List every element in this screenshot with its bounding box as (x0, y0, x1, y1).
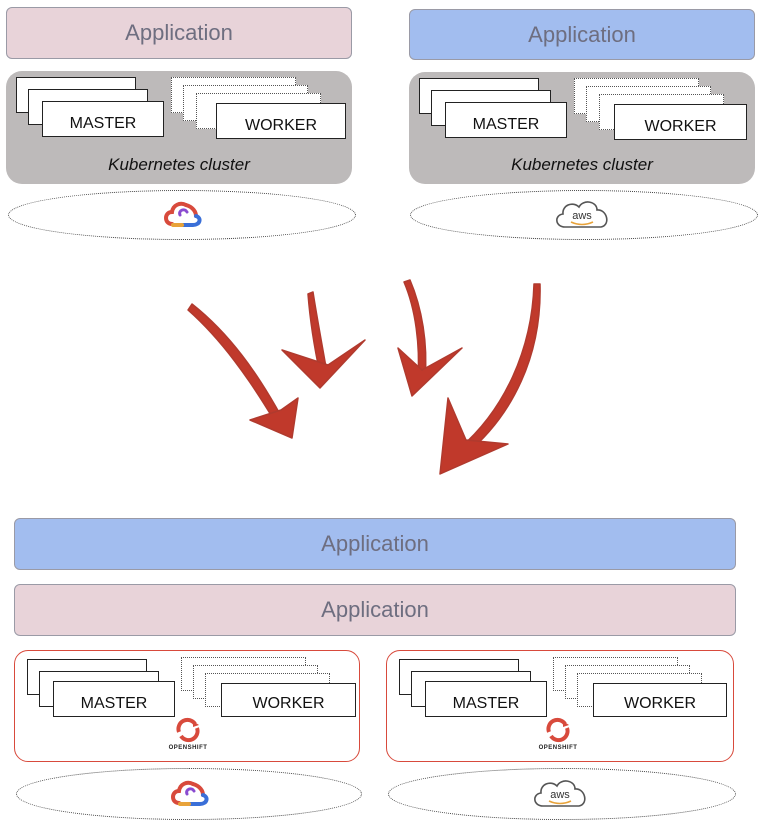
arrow-icon (459, 283, 541, 455)
master-label: MASTER (452, 695, 520, 712)
openshift-text: OPENSHIFT (168, 745, 208, 751)
master-label: MASTER (69, 115, 137, 132)
openshift-cluster-bottom-left: MASTER WORKER OPENSHIFT (14, 650, 360, 762)
infra-provider-bottom-left (16, 768, 362, 820)
arrow-head-icon (249, 397, 299, 439)
app-label: Application (125, 20, 233, 45)
master-label: MASTER (472, 116, 540, 133)
arrow-head-icon (439, 397, 509, 475)
cluster-label: Kubernetes cluster (108, 155, 250, 174)
kubernetes-cluster-top-left: MASTER WORKER Kubernetes cluster (6, 71, 352, 184)
master-node: MASTER (53, 681, 175, 717)
worker-label: WORKER (644, 118, 717, 135)
app-label: Application (321, 531, 429, 556)
arrow-head-icon (397, 347, 463, 397)
worker-label: WORKER (245, 117, 317, 134)
master-label: MASTER (80, 695, 148, 712)
cluster-label: Kubernetes cluster (511, 155, 653, 174)
worker-node: WORKER (593, 683, 727, 717)
master-node: MASTER (42, 101, 164, 137)
worker-node: WORKER (216, 103, 346, 139)
master-node: MASTER (425, 681, 547, 717)
openshift-cluster-bottom-right: MASTER WORKER OPENSHIFT (386, 650, 734, 762)
master-node: MASTER (445, 102, 567, 138)
worker-label: WORKER (252, 695, 325, 712)
worker-node: WORKER (614, 104, 747, 140)
openshift-logo-icon (546, 717, 570, 743)
aws-cloud-icon: aws (556, 201, 608, 228)
app-bar-top-left: Application (6, 7, 352, 59)
app-bar-top-right: Application (409, 9, 755, 60)
infra-provider-top-right: aws (410, 190, 758, 240)
worker-label: WORKER (624, 695, 696, 712)
app-label: Application (321, 597, 429, 622)
google-cloud-icon (164, 201, 202, 227)
app-label: Application (528, 21, 636, 47)
infra-provider-bottom-right: aws (388, 768, 736, 820)
arrow-icon (187, 303, 282, 421)
google-cloud-icon (171, 780, 209, 806)
arrow-head-icon (281, 339, 366, 389)
app-bar-bottom-blue: Application (14, 518, 736, 570)
infra-provider-top-left (8, 190, 356, 240)
kubernetes-cluster-top-right: MASTER WORKER Kubernetes cluster (409, 72, 755, 184)
openshift-logo-icon (176, 717, 200, 743)
openshift-text: OPENSHIFT (538, 745, 578, 751)
worker-node: WORKER (221, 683, 356, 717)
aws-text: aws (572, 210, 592, 222)
aws-cloud-icon: aws (534, 780, 586, 807)
aws-text: aws (550, 789, 570, 801)
migration-arrows (187, 279, 541, 475)
app-bar-bottom-pink: Application (14, 584, 736, 636)
